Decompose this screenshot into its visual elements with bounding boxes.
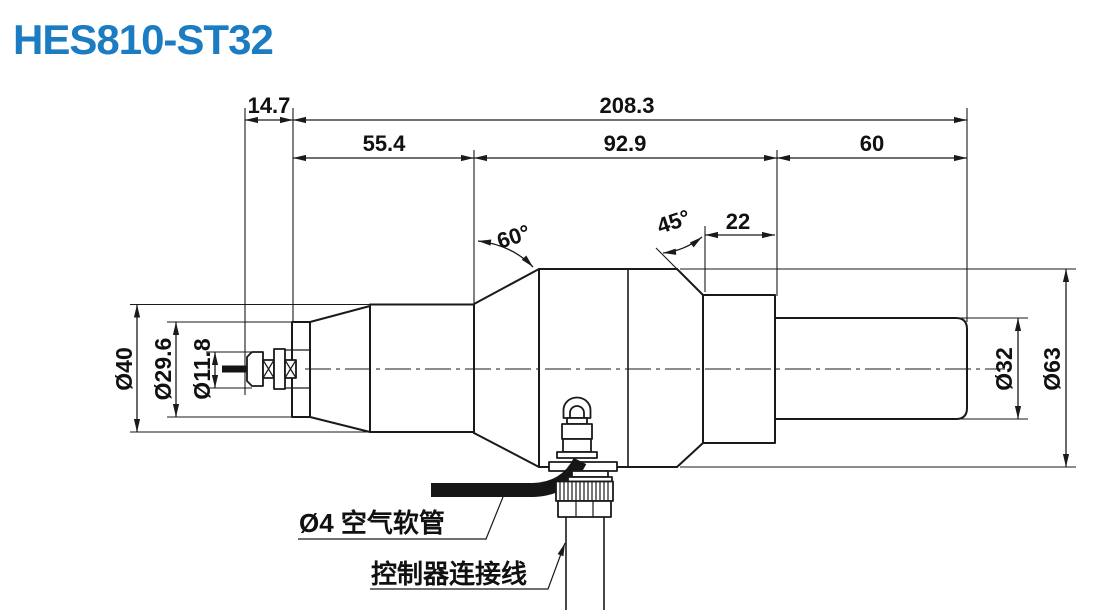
spindle-outline — [291, 268, 968, 468]
controller-cable — [565, 517, 605, 610]
dim-collet-protrusion: 14.7 — [248, 93, 291, 118]
dim-collet-diameter: Ø11.8 — [189, 338, 215, 400]
tool-shank — [222, 365, 247, 373]
dim-front-taper-angle: 60° — [494, 220, 533, 254]
dim-rear-shaft-diameter: Ø32 — [991, 347, 1017, 390]
air-hose-leader — [298, 496, 504, 540]
callout-labels: Ø4 空气软管 控制器连接线 — [299, 508, 527, 589]
dimension-lines — [133, 116, 1070, 467]
dim-body-length: 92.9 — [604, 131, 647, 156]
page-title: HES810-ST32 — [13, 16, 274, 63]
hex-body — [557, 500, 612, 518]
chuck-ring — [273, 348, 286, 390]
dim-nose-diameter: Ø40 — [111, 347, 137, 390]
dim-nose-length: 55.4 — [363, 131, 407, 156]
controller-cable-label: 控制器连接线 — [371, 559, 527, 589]
cable-connector — [555, 470, 614, 610]
air-hose-label: Ø4 空气软管 — [299, 508, 445, 538]
collet-cap — [246, 351, 264, 387]
callout-leaders — [298, 496, 566, 590]
dim-rear-chamfer-angle: 45° — [654, 205, 693, 239]
controller-cable-leader — [370, 542, 566, 590]
dim-rear-shaft-length: 60 — [860, 131, 884, 156]
extension-lines — [130, 108, 1076, 468]
air-fitting — [556, 396, 598, 459]
dim-total-length: 208.3 — [599, 93, 654, 118]
angle-arc-60 — [477, 239, 534, 268]
angle-arc-45 — [662, 236, 703, 255]
chamfer-extension — [655, 247, 679, 271]
collet-chuck-assembly — [222, 348, 311, 390]
dim-body-diameter: Ø63 — [1039, 347, 1065, 390]
dim-rear-step-length: 22 — [726, 209, 750, 234]
dim-nose-front-diameter: Ø29.6 — [150, 338, 176, 401]
